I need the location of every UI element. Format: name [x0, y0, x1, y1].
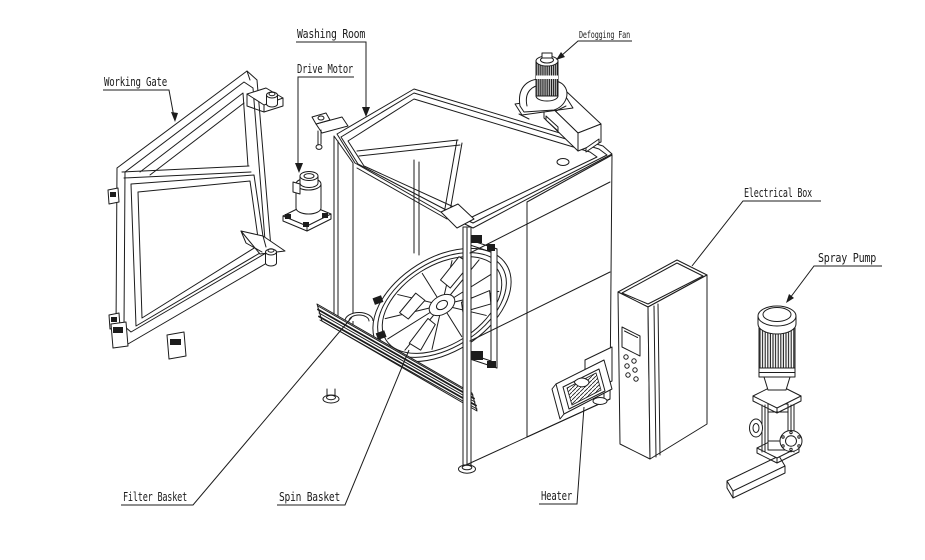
- label-heater: Heater: [541, 489, 572, 503]
- label-spin-basket: Spin Basket: [279, 490, 340, 504]
- motor-mount-bracket: [311, 112, 349, 150]
- washing-room-cabinet: [311, 88, 613, 474]
- control-screen: [621, 326, 641, 357]
- gate-feet: [110, 321, 187, 360]
- pump-front-flange: [778, 430, 803, 452]
- callout-working-gate: Working Gate: [103, 75, 178, 122]
- callout-spin-basket: Spin Basket: [277, 349, 410, 506]
- electrical-box: [617, 259, 708, 460]
- label-drive-motor: Drive Motor: [297, 62, 353, 76]
- pump-side-flange: [749, 418, 763, 438]
- front-sill-rails: [316, 303, 478, 412]
- callout-filter-basket: Filter Basket: [121, 316, 353, 506]
- cabinet-left-wall: [333, 135, 354, 331]
- working-gate: [107, 70, 286, 360]
- callout-washing-room: Washing Room: [296, 27, 370, 117]
- callout-heater: Heater: [539, 406, 585, 505]
- gate-bottom-hinge: [240, 230, 286, 267]
- label-electrical-box: Electrical Box: [744, 186, 812, 200]
- drive-motor: [282, 171, 332, 232]
- label-working-gate: Working Gate: [104, 75, 167, 89]
- filter-basket: [344, 312, 374, 322]
- callouts: Working Gate Washing Room Drive Motor De…: [103, 27, 882, 506]
- callout-drive-motor: Drive Motor: [295, 62, 354, 173]
- callout-defogging-fan: Defogging Fan: [556, 30, 632, 60]
- heater-element-handle: [573, 377, 590, 388]
- roof-vent-hole: [556, 158, 570, 166]
- defogging-fan: [514, 52, 602, 153]
- pump-base-plate: [726, 455, 786, 499]
- control-buttons: [623, 354, 639, 382]
- chamber-interior: [356, 159, 448, 256]
- label-spray-pump: Spray Pump: [818, 251, 876, 265]
- leveling-feet: [322, 388, 608, 474]
- label-filter-basket: Filter Basket: [123, 490, 187, 504]
- spray-pump: [726, 305, 803, 499]
- gate-top-hinge: [246, 87, 284, 113]
- heater: [551, 346, 613, 420]
- cabinet-roof: [336, 88, 613, 229]
- callout-spray-pump: Spray Pump: [786, 251, 882, 303]
- callout-electrical-box: Electrical Box: [691, 186, 821, 267]
- label-defogging-fan: Defogging Fan: [579, 30, 630, 41]
- spin-basket: [372, 247, 512, 363]
- label-washing-room: Washing Room: [297, 27, 365, 41]
